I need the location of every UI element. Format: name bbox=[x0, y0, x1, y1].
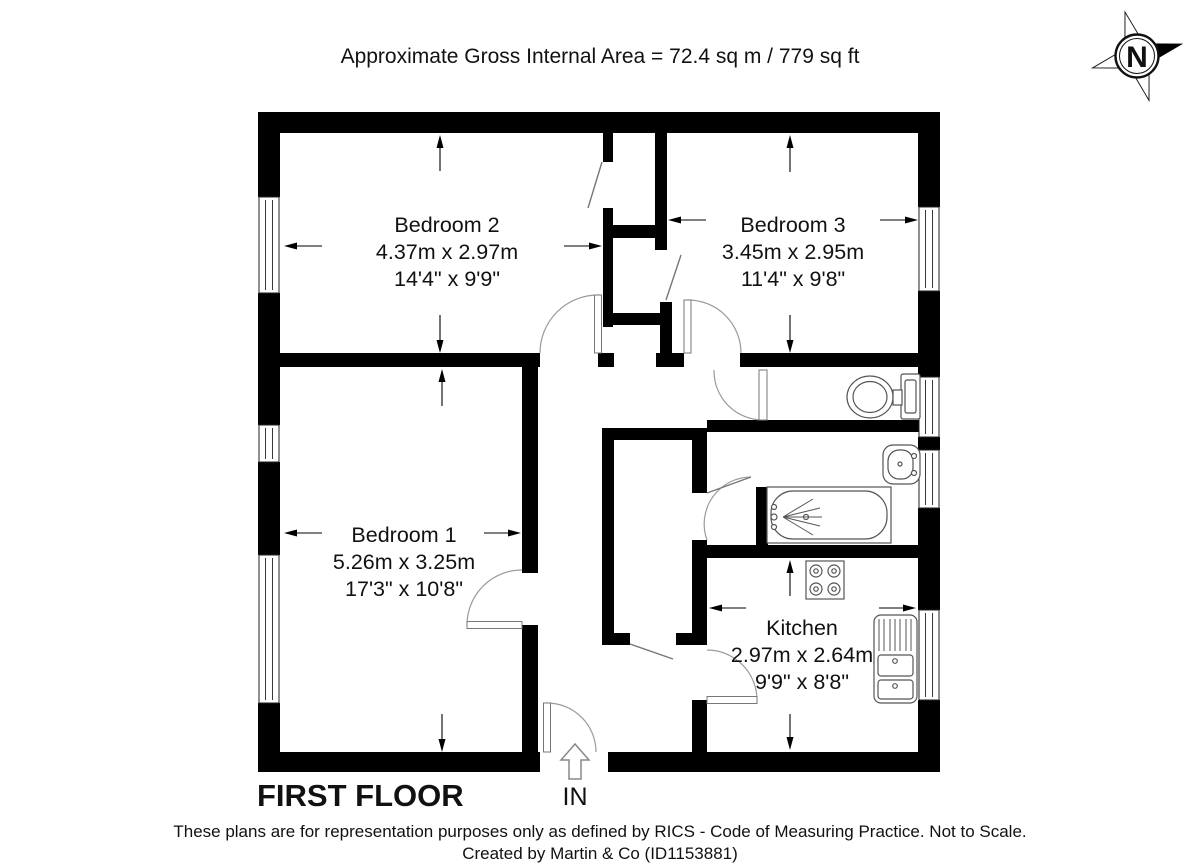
room-label-bedroom2: Bedroom 2 4.37m x 2.97m 14'4" x 9'9" bbox=[376, 213, 518, 291]
door-cupboard2 bbox=[665, 254, 682, 301]
window-bathroom bbox=[918, 449, 940, 509]
room-metric: 2.97m x 2.64m bbox=[731, 643, 873, 667]
window-bedroom3 bbox=[918, 206, 940, 292]
door-kitchen bbox=[706, 649, 758, 704]
window-kitchen bbox=[918, 609, 940, 701]
dimension-arrows-bedroom1 bbox=[284, 369, 521, 752]
door-entrance bbox=[543, 702, 597, 753]
hob-symbol bbox=[805, 560, 845, 600]
room-imperial: 17'3" x 10'8" bbox=[345, 577, 463, 601]
door-bathroom bbox=[703, 476, 752, 541]
room-name: Bedroom 2 bbox=[394, 213, 499, 237]
room-metric: 5.26m x 3.25m bbox=[333, 550, 475, 574]
room-name: Bedroom 1 bbox=[351, 523, 456, 547]
bathtub-symbol bbox=[766, 486, 892, 544]
room-label-bedroom3: Bedroom 3 3.45m x 2.95m 11'4" x 9'8" bbox=[722, 213, 864, 291]
door-bedroom1 bbox=[466, 569, 523, 629]
door-bedroom3 bbox=[683, 299, 742, 354]
entrance-label: IN bbox=[563, 783, 588, 811]
entrance-arrow-icon bbox=[559, 742, 591, 780]
dimension-arrows-kitchen bbox=[709, 560, 916, 750]
gross-area-text: Approximate Gross Internal Area = 72.4 s… bbox=[341, 45, 860, 68]
window-wc bbox=[918, 376, 940, 438]
disclaimer-line2: Created by Martin & Co (ID1153881) bbox=[462, 844, 738, 863]
room-imperial: 11'4" x 9'8" bbox=[741, 267, 845, 291]
window-bedroom1-large bbox=[258, 554, 280, 704]
room-metric: 4.37m x 2.97m bbox=[376, 240, 518, 264]
dimension-arrows-bedroom3 bbox=[668, 135, 918, 353]
room-name: Bedroom 3 bbox=[740, 213, 845, 237]
room-metric: 3.45m x 2.95m bbox=[722, 240, 864, 264]
door-bedroom2 bbox=[539, 294, 602, 354]
basin-symbol bbox=[882, 444, 921, 485]
door-bedroom2-cupboard bbox=[587, 161, 603, 209]
toilet-symbol bbox=[846, 373, 921, 420]
door-lobby bbox=[629, 643, 674, 660]
dimension-arrows-bedroom2 bbox=[284, 135, 602, 353]
compass-north-label: N bbox=[1126, 41, 1148, 74]
room-label-bedroom1: Bedroom 1 5.26m x 3.25m 17'3" x 10'8" bbox=[333, 523, 475, 601]
sink-unit-symbol bbox=[873, 614, 918, 704]
window-bedroom2 bbox=[258, 196, 280, 294]
door-wc bbox=[713, 369, 768, 421]
compass-north-icon: N bbox=[1090, 10, 1184, 103]
windows bbox=[258, 196, 940, 704]
disclaimer-line1: These plans are for representation purpo… bbox=[173, 822, 1026, 841]
room-label-kitchen: Kitchen 2.97m x 2.64m 9'9" x 8'8" bbox=[731, 616, 873, 694]
room-imperial: 9'9" x 8'8" bbox=[755, 670, 849, 694]
room-name: Kitchen bbox=[766, 616, 838, 640]
doors bbox=[466, 161, 768, 753]
window-bedroom1-small bbox=[258, 424, 280, 463]
floor-title: FIRST FLOOR bbox=[257, 778, 464, 813]
walls bbox=[258, 112, 940, 772]
room-imperial: 14'4" x 9'9" bbox=[394, 267, 500, 291]
